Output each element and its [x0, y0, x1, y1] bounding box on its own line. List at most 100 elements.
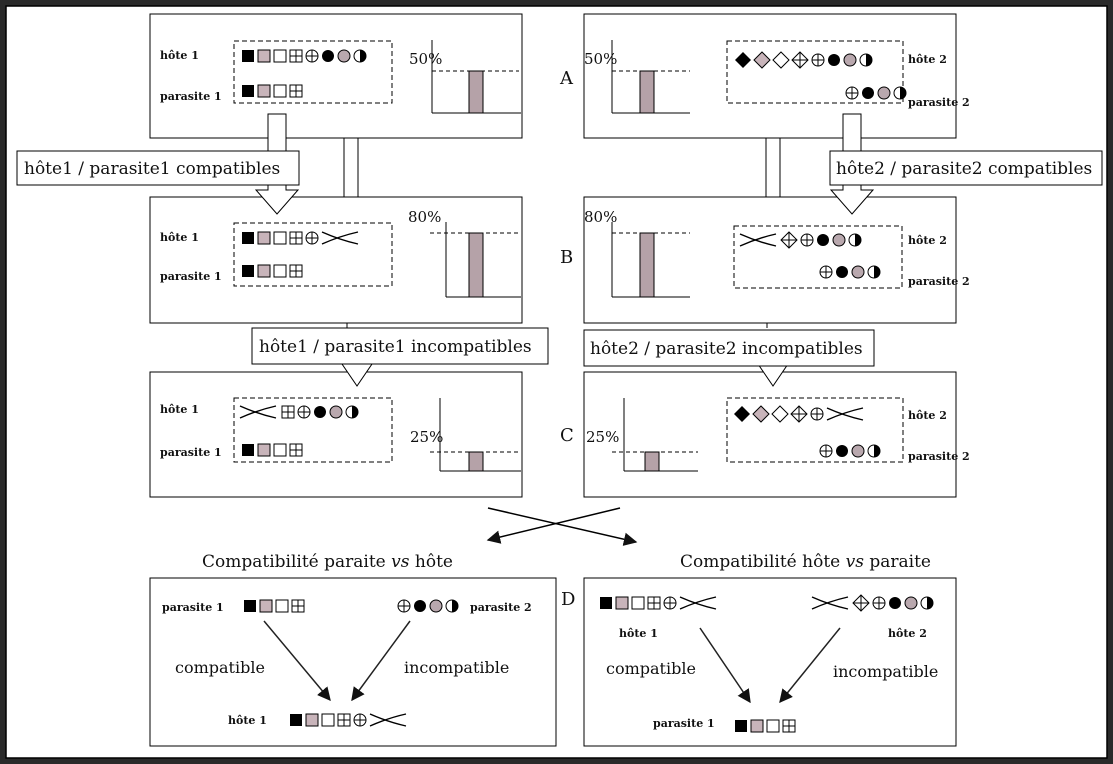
- d-left-hote1-3-gsq-icon: [337, 713, 351, 727]
- a-left-hote1-5-bc-icon: [322, 50, 334, 62]
- d-right-hote2-0-X-icon: [811, 596, 849, 610]
- label-parasite1-b: parasite 1: [160, 270, 222, 283]
- a-right-hote2-3-dp-icon: [791, 51, 809, 69]
- d-left-parasite2-2-gc-icon: [429, 599, 443, 613]
- c-left-hote1-5-hc-icon: [345, 405, 359, 419]
- a-left-hote1-7-hc-icon: [353, 49, 367, 63]
- d-right-hote1-3-gsq-icon: [647, 596, 661, 610]
- b-right-hote2-0-X-icon: [739, 233, 777, 247]
- d-right-hote1-0-bsq-icon: [600, 597, 612, 609]
- a-right-hote2-5-bc-icon: [828, 54, 840, 66]
- b-left-hote1-3-gsq-icon: [289, 231, 303, 245]
- b-left-parasite1-1-psq-icon: [257, 264, 271, 278]
- d-left-parasite2-0-cp-icon: [397, 599, 411, 613]
- a-left-parasite1-3-gsq-icon: [289, 84, 303, 98]
- dashed-group-c-left: [233, 397, 393, 463]
- a-right-parasite2-3-hc-icon: [893, 86, 907, 100]
- b-left-hote1-2-wsq-icon: [273, 231, 287, 245]
- arrow-incompatible-right: [779, 627, 841, 704]
- a-left-parasite1-2-wsq-icon: [273, 84, 287, 98]
- transition-label-right-ab: hôte2 / parasite2 compatibles: [836, 159, 1092, 179]
- d-right-hote2-3-bc-icon: [889, 597, 901, 609]
- a-right-hote2-0-bd-icon: [735, 52, 751, 68]
- c-right-parasite2-0-cp-icon: [819, 444, 833, 458]
- transition-box-right-ab: [829, 150, 1103, 186]
- panel-c-right: [583, 371, 957, 498]
- c-right-parasite2-3-hc-icon: [867, 444, 881, 458]
- c-left-hote1-3-bc-icon: [314, 406, 326, 418]
- bar-b-right: [639, 232, 655, 298]
- label-parasite2-d-left: parasite 2: [470, 601, 532, 614]
- d-left-parasite1-3-gsq-icon: [291, 599, 305, 613]
- c-left-hote1-1-gsq-icon: [281, 405, 295, 419]
- label-parasite1-c: parasite 1: [160, 446, 222, 459]
- a-right-hote2-7-hc-icon: [859, 53, 873, 67]
- d-left-hote1-4-cp-icon: [353, 713, 367, 727]
- c-left-parasite1-1-psq-icon: [257, 443, 271, 457]
- a-right-parasite2-0-cp-icon: [845, 86, 859, 100]
- label-hote2-d-right: hôte 2: [888, 627, 927, 640]
- b-right-parasite2-0-cp-icon: [819, 265, 833, 279]
- b-right-hote2-2-cp-icon: [800, 233, 814, 247]
- b-right-hote2-1-dp-icon: [780, 231, 798, 249]
- pct-c-right: 25%: [586, 428, 619, 446]
- b-left-parasite1-0-bsq-icon: [242, 265, 254, 277]
- b-left-hote1-0-bsq-icon: [242, 232, 254, 244]
- d-left-parasite1-0-bsq-icon: [244, 600, 256, 612]
- d-right-hote2-1-dp-icon: [852, 594, 870, 612]
- row-letter-c: C: [560, 425, 574, 446]
- a-right-hote2-4-cp-icon: [811, 53, 825, 67]
- bar-plot-a-left: 50%: [409, 40, 521, 114]
- incompatible-label-d-left: incompatible: [404, 658, 509, 677]
- transition-box-left-ab: [16, 150, 300, 186]
- b-right-parasite2-1-bc-icon: [836, 266, 848, 278]
- d-left-hote1-5-X-icon: [369, 713, 407, 727]
- bar-c-left: [468, 451, 484, 472]
- bar-b-left: [468, 232, 484, 298]
- row-letter-a: A: [559, 68, 574, 89]
- pct-a-right: 50%: [584, 50, 617, 68]
- label-hote1-d-left: hôte 1: [228, 714, 267, 727]
- d-right-hote1-2-wsq-icon: [631, 596, 645, 610]
- pct-c-left: 25%: [410, 428, 443, 446]
- c-left-parasite1-0-bsq-icon: [242, 444, 254, 456]
- bar-plot-b-right: 80%: [584, 208, 690, 298]
- d-right-hote1-5-X-icon: [679, 596, 717, 610]
- c-left-hote1-0-X-icon: [239, 405, 277, 419]
- label-hote1-c: hôte 1: [160, 403, 199, 416]
- symbol-sequences: [239, 49, 934, 733]
- bottom-left-title: Compatibilité paraite vs hôte: [202, 552, 453, 572]
- d-left-hote1-2-wsq-icon: [321, 713, 335, 727]
- label-hote1-a: hôte 1: [160, 49, 199, 62]
- a-right-hote2-6-gc-icon: [843, 53, 857, 67]
- bottom-right-title: Compatibilité hôte vs paraite: [680, 552, 931, 572]
- c-right-hote2-3-dp-icon: [790, 405, 808, 423]
- pct-b-right: 80%: [584, 208, 617, 226]
- label-hote1-d-right: hôte 1: [619, 627, 658, 640]
- arrow-incompatible-left: [351, 620, 411, 702]
- compatible-label-d-right: compatible: [606, 659, 696, 678]
- a-left-hote1-2-wsq-icon: [273, 49, 287, 63]
- row-letter-b: B: [560, 247, 573, 268]
- a-right-hote2-2-wd-icon: [772, 51, 790, 69]
- dashed-group-b-left: [233, 222, 393, 287]
- bar-plot-c-left: 25%: [410, 398, 521, 472]
- label-parasite2-b: parasite 2: [908, 275, 970, 288]
- label-parasite1-a: parasite 1: [160, 90, 222, 103]
- pct-a-left: 50%: [409, 50, 442, 68]
- b-right-parasite2-2-gc-icon: [851, 265, 865, 279]
- label-parasite1-d-left: parasite 1: [162, 601, 224, 614]
- dashed-group-a-right: [726, 40, 904, 104]
- d-left-hote1-1-psq-icon: [305, 713, 319, 727]
- a-right-parasite2-1-bc-icon: [862, 87, 874, 99]
- panel-c-left: [149, 371, 523, 498]
- d-left-parasite1-1-psq-icon: [259, 599, 273, 613]
- c-right-parasite2-1-bc-icon: [836, 445, 848, 457]
- b-left-parasite1-2-wsq-icon: [273, 264, 287, 278]
- dashed-group-a-left: [233, 40, 393, 104]
- a-right-parasite2-2-gc-icon: [877, 86, 891, 100]
- c-left-parasite1-3-gsq-icon: [289, 443, 303, 457]
- a-left-hote1-3-gsq-icon: [289, 49, 303, 63]
- d-right-hote2-5-hc-icon: [920, 596, 934, 610]
